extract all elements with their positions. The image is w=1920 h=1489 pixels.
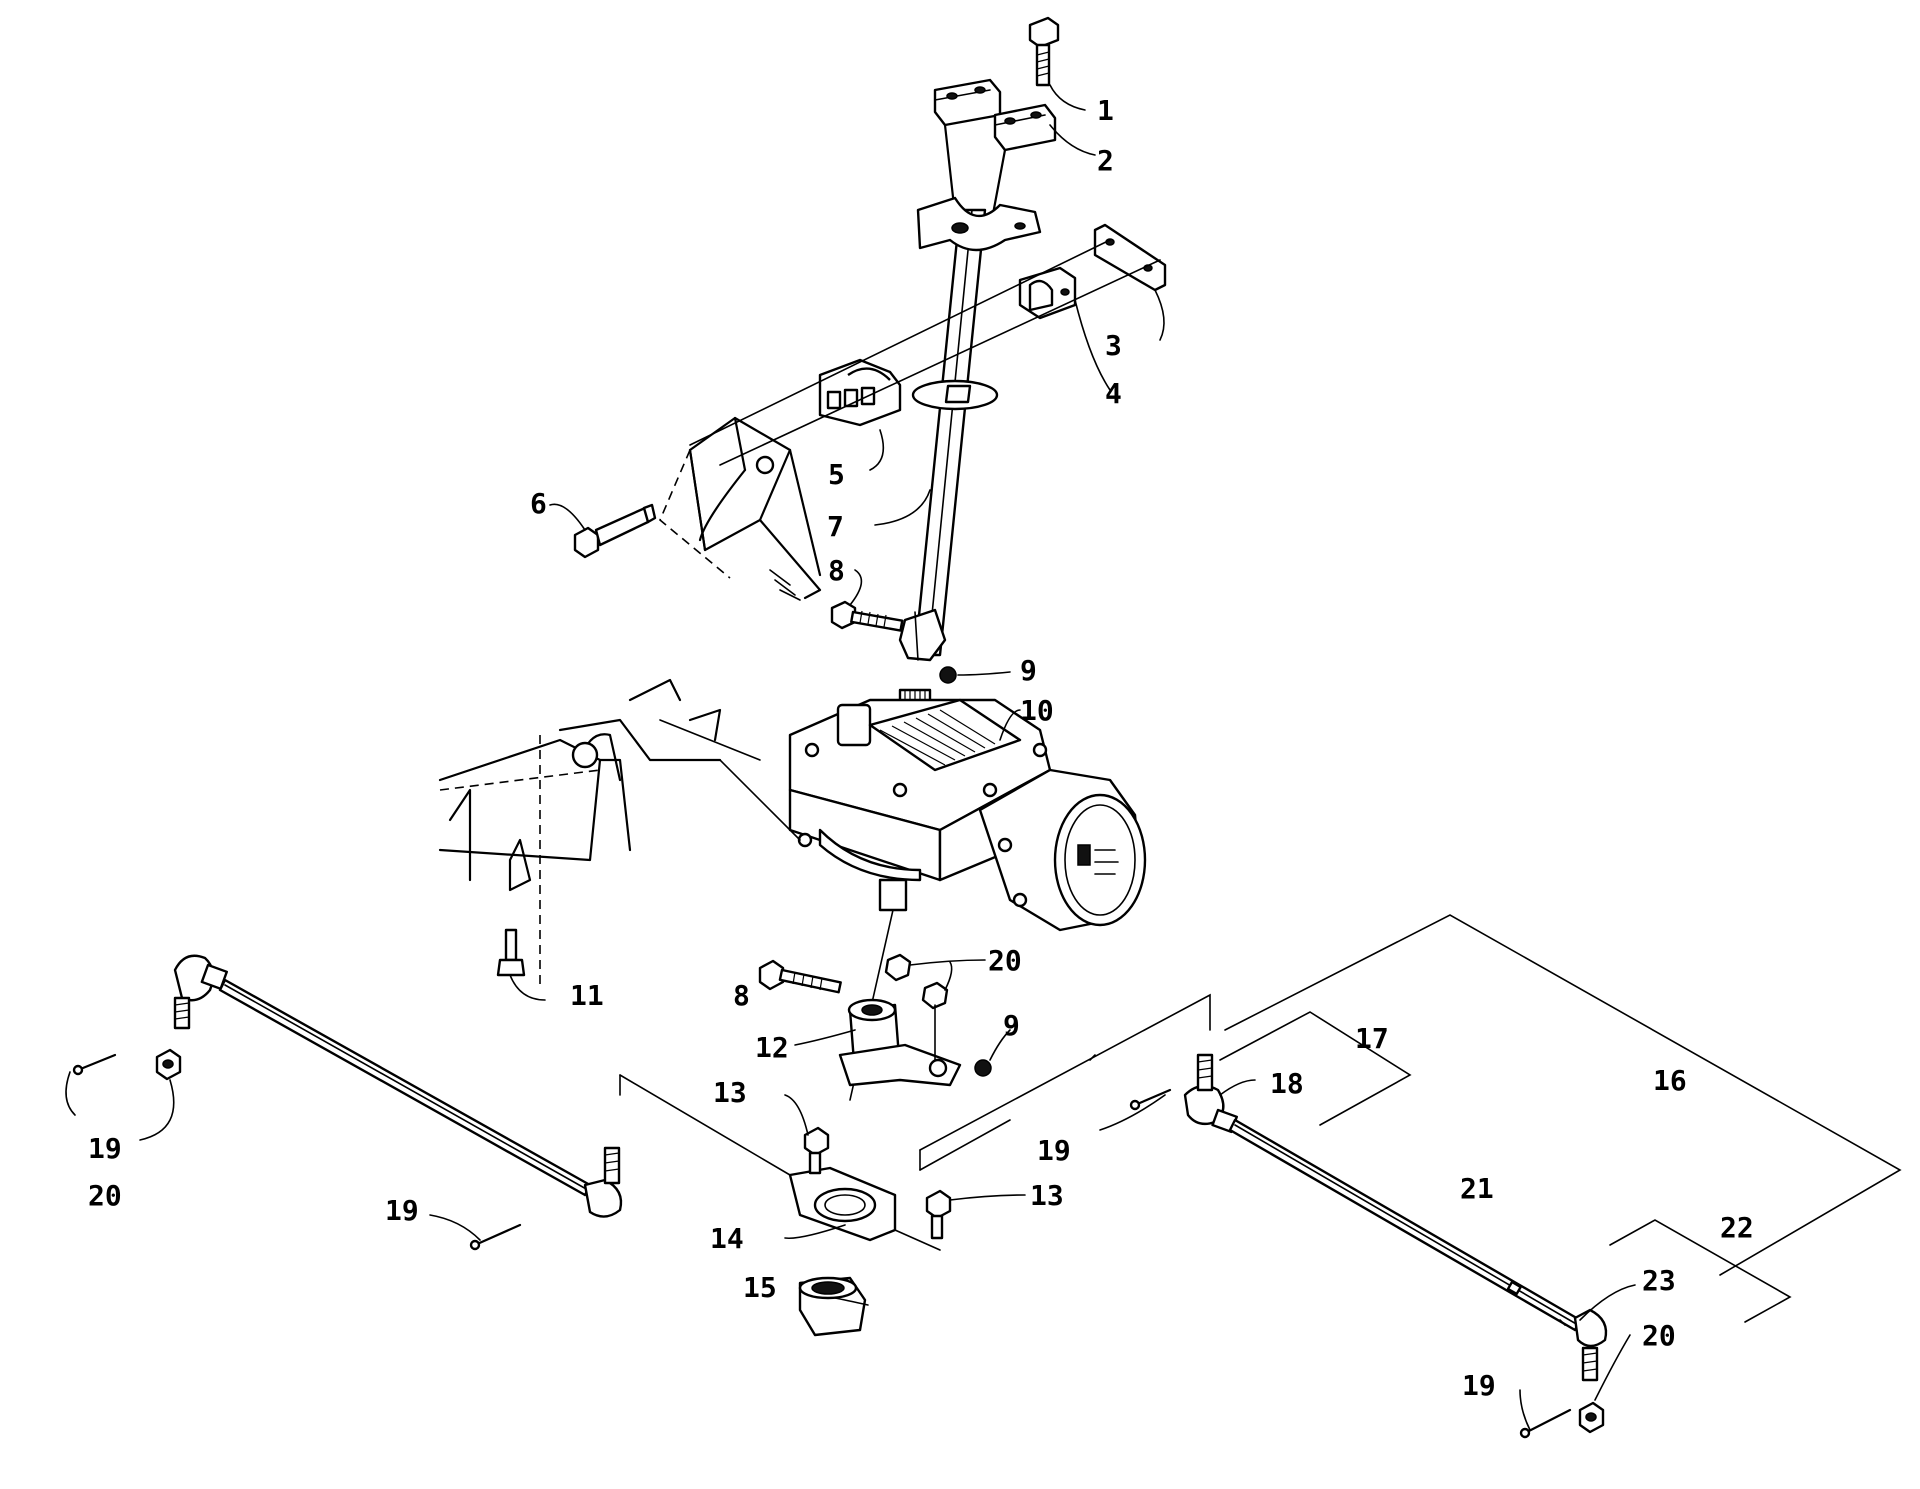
- nut-20-upper-b: [921, 981, 949, 1010]
- callout-15: 15: [743, 1271, 777, 1304]
- callout-16: 16: [1653, 1064, 1687, 1097]
- callout-6: 6: [530, 487, 547, 520]
- upper-clamp-block-right: [988, 103, 1057, 232]
- frame-bracket: [659, 416, 822, 601]
- callout-22: 22: [1720, 1211, 1754, 1244]
- callout-4: 4: [1105, 377, 1122, 410]
- callout-19-left-a: 19: [88, 1132, 122, 1165]
- callout-7: 7: [827, 510, 844, 543]
- callout-9-upper: 9: [1020, 654, 1037, 687]
- callout-21: 21: [1460, 1172, 1494, 1205]
- tie-rod-left: [173, 954, 623, 1218]
- steering-gearbox: [788, 688, 1147, 932]
- upper-clamp-block-left: [933, 78, 1002, 217]
- frame-mount-left: [438, 678, 801, 990]
- callout-9-lower: 9: [1003, 1009, 1020, 1042]
- callout-20-upper: 20: [988, 944, 1022, 977]
- cotter-pin-left-b: [469, 1223, 522, 1251]
- callout-8-lower: 8: [733, 979, 750, 1012]
- nut-9-upper: [939, 666, 957, 684]
- assembly-bracket-16: [1224, 914, 1902, 1276]
- callout-19-right-a: 19: [1037, 1134, 1071, 1167]
- callout-12: 12: [755, 1031, 789, 1064]
- callout-11: 11: [570, 979, 604, 1012]
- bolt-8-upper: [830, 600, 904, 632]
- cotter-pin-right-b: [1519, 1408, 1572, 1439]
- leader-lines: [65, 84, 1636, 1431]
- bolt-13-right: [925, 1189, 952, 1240]
- bolt-6: [573, 503, 657, 559]
- callout-labels: 1 2 3 4 5 6 7 8 9 10 11 8 20 9 12 13 17 …: [88, 94, 1754, 1402]
- callout-8-upper: 8: [828, 554, 845, 587]
- bolt-11: [496, 928, 526, 977]
- assembly-bracket-17: [1219, 1011, 1412, 1126]
- nut-20-right: [1578, 1401, 1605, 1434]
- nut-20-left: [155, 1048, 182, 1081]
- callout-19-right-b: 19: [1462, 1369, 1496, 1402]
- callout-5: 5: [828, 458, 845, 491]
- callout-10: 10: [1020, 694, 1054, 727]
- pitman-arm: [838, 998, 962, 1087]
- cotter-pin-right-a: [1129, 1088, 1172, 1111]
- cotter-pin-left-a: [72, 1053, 117, 1076]
- bushing-block-5: [818, 358, 902, 427]
- callout-3: 3: [1105, 329, 1122, 362]
- callout-23: 23: [1642, 1264, 1676, 1297]
- callout-13-left: 13: [713, 1076, 747, 1109]
- nut-9-lower: [974, 1059, 992, 1077]
- tie-rod-right: [1183, 1053, 1608, 1382]
- nut-20-upper-a: [884, 953, 912, 982]
- steering-post: [911, 208, 999, 657]
- mounting-plate-3: [1093, 223, 1167, 292]
- callout-20-left: 20: [88, 1179, 122, 1212]
- callout-13-right: 13: [1030, 1179, 1064, 1212]
- callout-2: 2: [1097, 144, 1114, 177]
- callout-17: 17: [1355, 1022, 1389, 1055]
- cap-screw-1: [1028, 16, 1060, 87]
- bushing-block-4: [1018, 266, 1077, 320]
- bolt-8-lower: [758, 959, 842, 994]
- callout-19-left-b: 19: [385, 1194, 419, 1227]
- callout-14: 14: [710, 1222, 744, 1255]
- bearing-plate: [788, 1166, 897, 1242]
- callout-18: 18: [1270, 1067, 1304, 1100]
- pinch-collar: [898, 608, 947, 662]
- bearing: [798, 1276, 867, 1337]
- callout-1: 1: [1097, 94, 1114, 127]
- callout-20-right: 20: [1642, 1319, 1676, 1352]
- bolt-13-left: [803, 1126, 830, 1175]
- assembly-bracket-22: [1609, 1219, 1792, 1323]
- lower-cradle-clamp: [916, 196, 1042, 252]
